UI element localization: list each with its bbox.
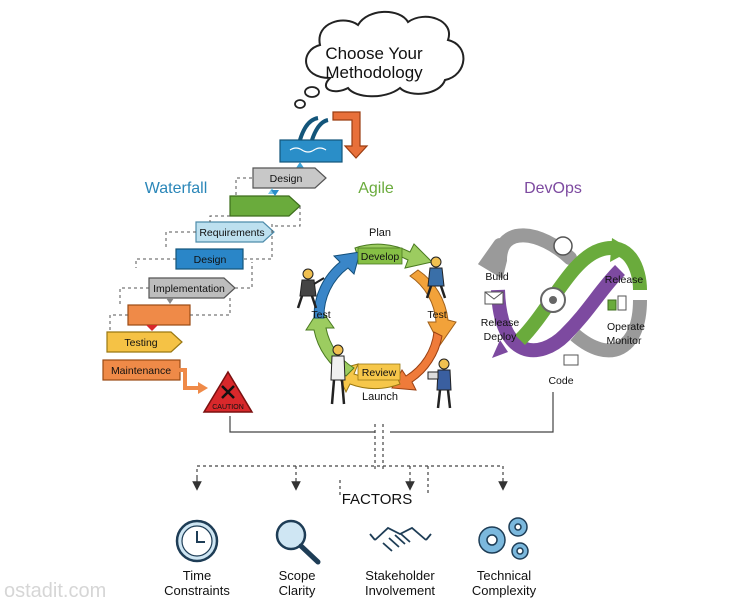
refresh-icon [553, 236, 573, 256]
gears-icon [478, 517, 529, 560]
waterfall-staircase: Design Requirements Design Implementatio… [102, 116, 343, 394]
caution-sign: CAUTION [202, 370, 254, 413]
devops-release-label: Release [605, 274, 644, 286]
factors-title: FACTORS [342, 491, 413, 508]
devops-infinity-loop: Build Release Deploy Release Operate Mon… [477, 228, 647, 387]
factor-stakeholder-line-1: Stakeholder [365, 568, 435, 583]
waterfall-step-implementation: Implementation [153, 283, 225, 295]
thought-cloud: Choose Your Methodology [294, 10, 465, 109]
waterfall-step-requirements: Requirements [199, 227, 264, 239]
worker-figure-left [296, 268, 325, 309]
factor-stakeholder-line-2: Involvement [365, 583, 435, 598]
agile-title: Agile [358, 180, 394, 197]
code-window-icon [563, 354, 579, 366]
waterfall-step-design-1: Design [270, 173, 303, 185]
factor-technical-line-1: Technical [477, 568, 531, 583]
orange-bent-arrow [332, 111, 369, 159]
devops-code-label: Code [548, 375, 573, 387]
agile-test-left-label: Test [311, 309, 330, 321]
agile-plan-label: Plan [369, 227, 391, 239]
devops-release-deploy-line-1: Release [481, 317, 520, 329]
devops-build-label: Build [485, 271, 509, 283]
watermark: ostadit.com [4, 580, 106, 600]
agile-cycle: Develop Test Test Review Launch [296, 243, 457, 409]
cloud-line-1: Choose Your [325, 44, 423, 63]
factor-technical-line-2: Complexity [472, 583, 537, 598]
cloud-line-2: Methodology [325, 63, 423, 82]
caution-label: CAUTION [212, 404, 244, 411]
magnifier-icon [275, 519, 321, 565]
waterfall-step-maintenance: Maintenance [111, 365, 171, 377]
worker-figure-bottom-left [330, 344, 346, 405]
devops-operate-label: Operate [607, 321, 645, 333]
agile-test-right-label: Test [427, 309, 446, 321]
devops-release-deploy-line-2: Deploy [484, 331, 517, 343]
devops-monitor-label: Monitor [606, 335, 642, 347]
deploy-boxes-icon [607, 299, 617, 311]
factor-scope-line-2: Clarity [279, 583, 316, 598]
waterfall-title: Waterfall [145, 180, 208, 197]
handshake-icon [369, 526, 432, 552]
factor-time-line-1: Time [183, 568, 211, 583]
factor-scope-line-1: Scope [279, 568, 316, 583]
waterfall-step-design-2: Design [194, 254, 227, 266]
devops-title: DevOps [524, 180, 582, 197]
factor-time-line-2: Constraints [164, 583, 230, 598]
worker-figure-top-right [425, 256, 447, 299]
agile-develop-label: Develop [361, 251, 400, 263]
clock-icon [175, 519, 219, 563]
connector-lines [192, 392, 554, 495]
worker-figure-bottom-right [427, 358, 452, 409]
waterfall-step-testing: Testing [124, 337, 157, 349]
agile-review-label: Review [362, 367, 397, 379]
agile-launch-label: Launch [362, 391, 398, 403]
